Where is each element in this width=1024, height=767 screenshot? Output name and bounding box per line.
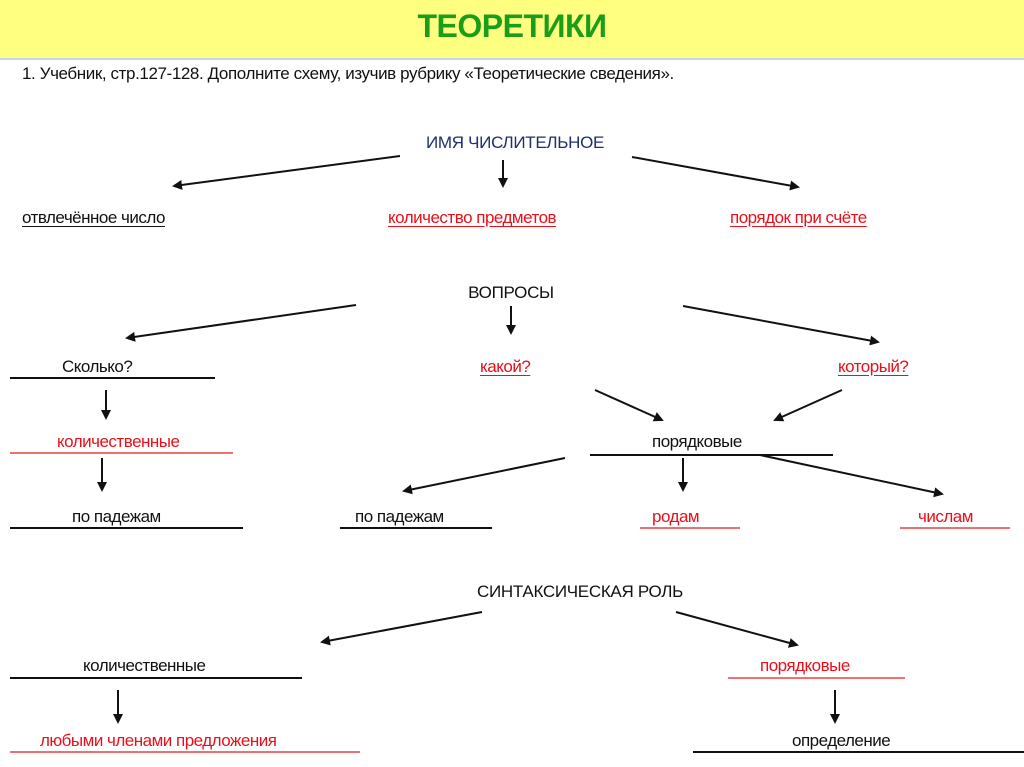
arrow-icon: [675, 611, 799, 648]
answer-line: [10, 377, 215, 379]
answer-line: [10, 677, 302, 679]
answer-line: [640, 527, 740, 529]
slide-title: ТЕОРЕТИКИ: [417, 8, 607, 44]
arrow-icon: [320, 611, 483, 646]
arrow-icon: [172, 155, 401, 190]
instruction-text: 1. Учебник, стр.127-128. Дополните схему…: [22, 64, 674, 83]
answer-line: [900, 527, 1010, 529]
change-cases-cardinal: по падежам: [72, 507, 161, 526]
role-any-member: любыми членами предложения: [40, 731, 277, 750]
arrow-icon: [402, 457, 566, 495]
arrow-icon: [125, 304, 357, 342]
arrow-icon: [594, 389, 664, 422]
heading-questions: ВОПРОСЫ: [468, 283, 554, 302]
item-quantity: количество предметов: [388, 208, 557, 227]
item-order: порядок при счёте: [730, 208, 867, 227]
syntax-ordinal: порядковые: [760, 656, 850, 675]
arrow-icon: [682, 305, 880, 346]
syntax-cardinal: количественные: [83, 656, 206, 675]
arrow-icon: [759, 454, 944, 498]
answer-line: [693, 751, 1024, 753]
heading-syntax-role: СИНТАКСИЧЕСКАЯ РОЛЬ: [477, 582, 683, 601]
item-abstract-number: отвлечённое число: [22, 208, 165, 227]
category-ordinal: порядковые: [652, 432, 742, 451]
title-band: [0, 0, 1024, 60]
change-numbers: числам: [918, 507, 973, 526]
question-skolko: Сколько?: [62, 357, 133, 376]
question-kotory: который?: [838, 357, 909, 376]
answer-line: [10, 527, 243, 529]
question-kakoy: какой?: [480, 357, 531, 376]
role-attribute: определение: [792, 731, 891, 750]
answer-line: [728, 677, 905, 679]
change-genders: родам: [652, 507, 700, 526]
answer-line: [10, 751, 360, 753]
arrow-icon: [773, 389, 843, 422]
answer-line: [340, 527, 492, 529]
answer-line: [590, 454, 833, 456]
heading-numeral: ИМЯ ЧИСЛИТЕЛЬНОЕ: [425, 133, 605, 152]
arrow-icon: [631, 156, 800, 191]
change-cases-ordinal: по падежам: [355, 507, 444, 526]
category-cardinal: количественные: [57, 432, 180, 451]
answer-line: [10, 452, 233, 454]
